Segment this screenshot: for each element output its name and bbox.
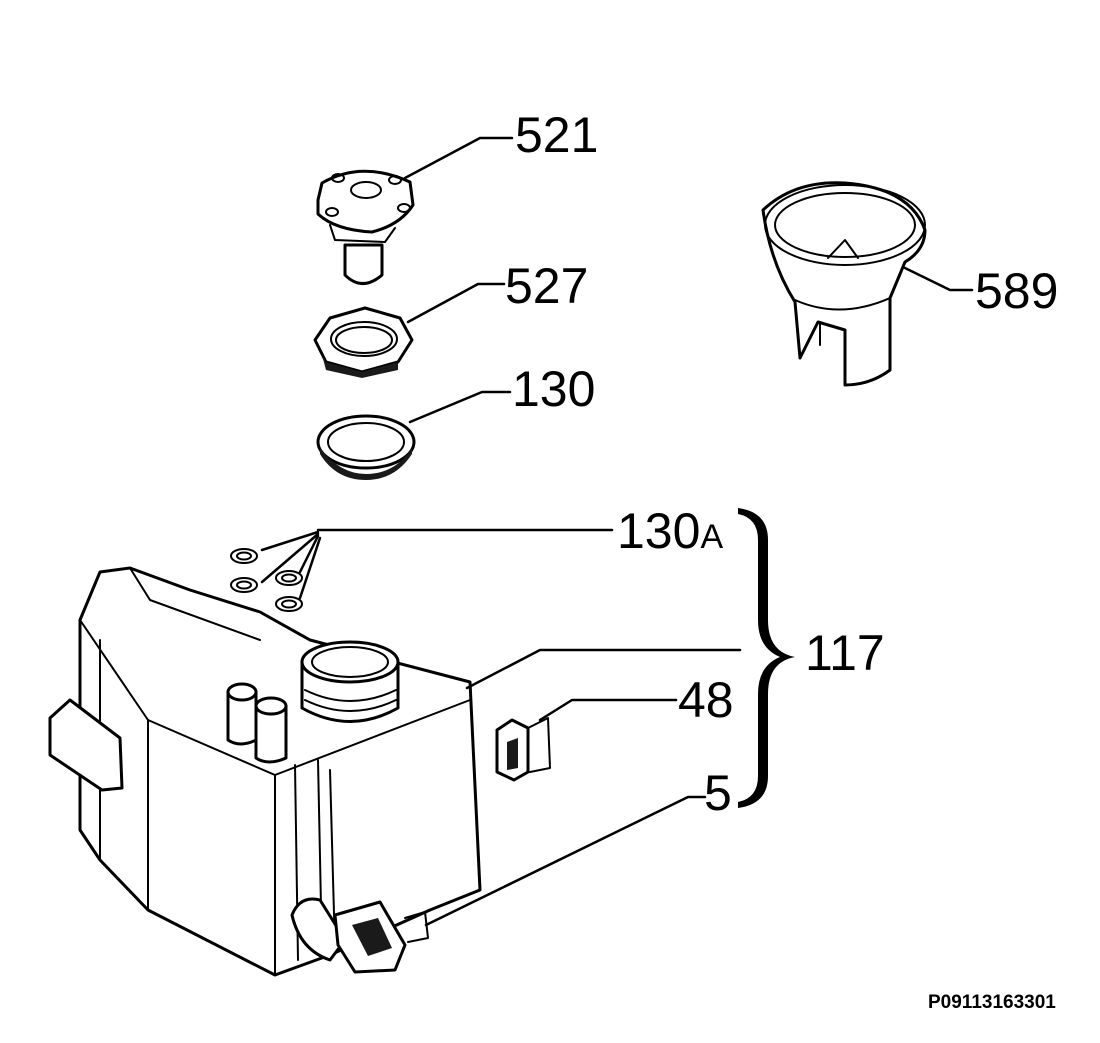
brace-117 <box>738 508 795 808</box>
part-527-nut <box>313 306 414 378</box>
part-130a-orings <box>230 548 303 612</box>
part-117-container <box>48 566 482 977</box>
callout-5: 5 <box>704 765 732 821</box>
callout-589: 589 <box>975 263 1058 319</box>
callout-527: 527 <box>505 258 588 314</box>
callout-117: 117 <box>805 625 885 681</box>
callout-130a-number: 130 <box>617 503 700 559</box>
callout-48: 48 <box>678 672 734 728</box>
part-130-seal <box>316 414 416 480</box>
callout-130a: 130A <box>617 503 723 559</box>
callout-130a-suffix: A <box>700 518 723 556</box>
document-number: P09113163301 <box>928 992 1056 1013</box>
part-521-cap <box>316 169 415 285</box>
part-48-clip <box>495 717 551 782</box>
leader-lines <box>260 136 974 927</box>
part-589-funnel <box>761 181 927 387</box>
callout-130: 130 <box>512 361 595 417</box>
callout-521: 521 <box>515 107 598 163</box>
